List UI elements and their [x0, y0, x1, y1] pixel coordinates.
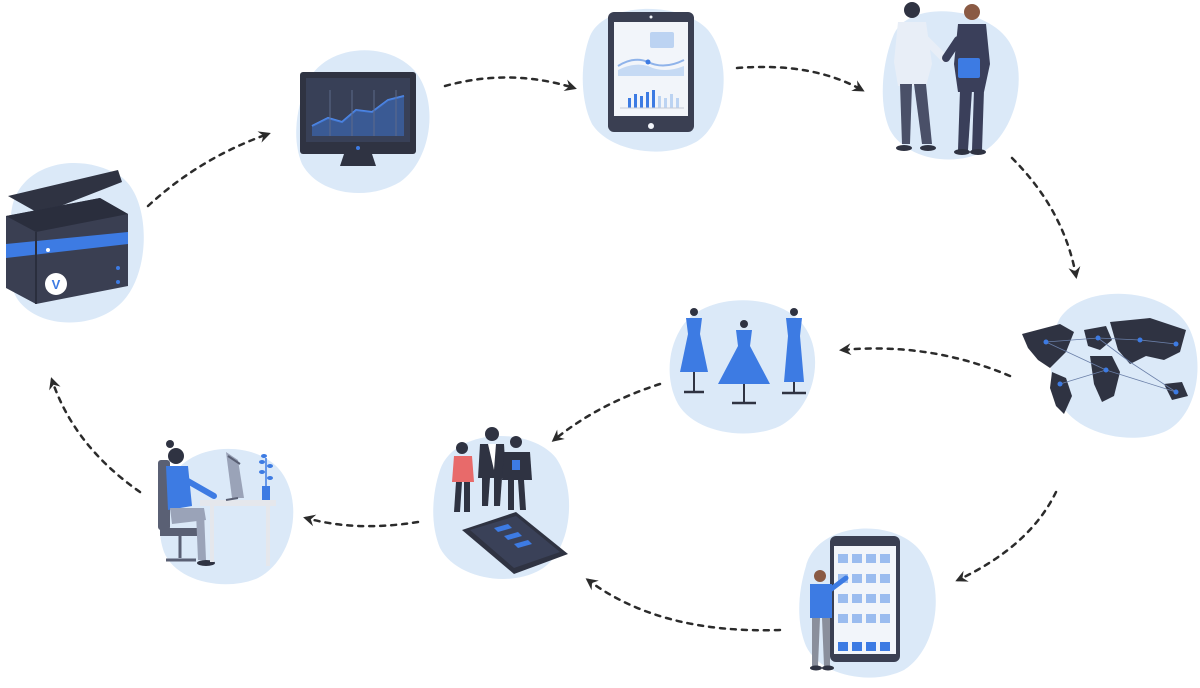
arrow-world-to-mannequins — [839, 343, 1012, 378]
phone-app-icon — [799, 528, 936, 678]
arrow-monitor-to-tablet — [443, 76, 577, 92]
flow-arrows — [49, 65, 1081, 632]
handshake-icon — [882, 2, 1019, 160]
monitor-chart-icon — [296, 50, 430, 194]
desk-worker-icon — [158, 440, 294, 585]
tablet-dashboard-icon — [582, 8, 724, 152]
server-icon: V — [6, 162, 144, 323]
arrow-phone-user-to-team — [585, 578, 782, 632]
server-logo-letter: V — [52, 277, 61, 292]
arrow-server-to-monitor — [146, 131, 271, 208]
arrow-team-to-desk — [303, 514, 420, 528]
arrow-world-to-phone-user — [955, 490, 1058, 582]
arrow-tablet-to-handshake — [735, 65, 865, 92]
team-phone-icon — [433, 427, 570, 579]
arrow-desk-to-server — [49, 377, 142, 494]
mannequins-icon — [669, 300, 816, 434]
arrow-handshake-to-world — [1010, 156, 1081, 279]
world-map-icon — [1022, 293, 1198, 438]
arrow-mannequins-to-team — [551, 382, 662, 442]
